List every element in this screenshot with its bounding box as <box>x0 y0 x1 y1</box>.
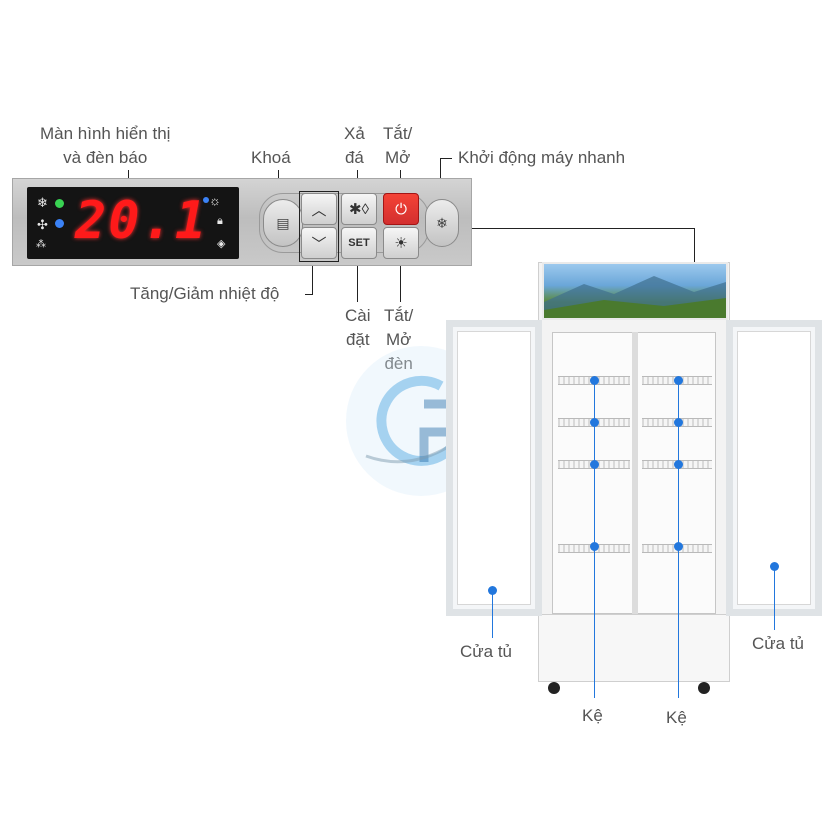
quick-start-label: Khởi động máy nhanh <box>458 148 626 167</box>
temp-down-button[interactable]: ﹀ <box>301 227 337 259</box>
shelf-marker <box>590 418 599 427</box>
landscape-graphic <box>544 276 726 318</box>
lock-icon: 🔒︎ <box>217 215 223 227</box>
setting-label-line1: Cài <box>345 306 371 325</box>
defrost-icon: ⁂ <box>36 239 46 250</box>
shelf-marker <box>674 418 683 427</box>
wheel <box>548 682 560 694</box>
status-led-green <box>55 199 64 208</box>
shelf-marker <box>590 376 599 385</box>
shelf-marker-line-right <box>678 380 679 698</box>
defrost-label-line2: đá <box>344 148 364 167</box>
lock-button[interactable]: ▤ <box>263 199 303 247</box>
fridge-base <box>538 614 730 682</box>
shelf-marker <box>590 460 599 469</box>
defrost-label: Xả đá <box>344 122 365 170</box>
door-marker-line-left <box>492 590 493 638</box>
fridge-top-banner <box>542 262 728 320</box>
light-label-line2: Mở <box>385 330 412 349</box>
power-icon: ⏻ <box>395 200 407 218</box>
light-button[interactable]: ☀ <box>383 227 419 259</box>
right-shelf-label: Kệ <box>666 708 687 727</box>
power-label-line1: Tắt/ <box>383 124 413 143</box>
lock-icon: ▤ <box>276 214 290 231</box>
door-marker <box>770 562 779 571</box>
display-leader <box>128 170 129 180</box>
shelf-marker <box>674 460 683 469</box>
shelf-marker <box>674 376 683 385</box>
temp-bracket-top <box>299 191 339 192</box>
panel-to-fridge-h <box>472 228 694 229</box>
set-button[interactable]: SET <box>341 227 377 259</box>
temp-bracket-left <box>299 191 300 261</box>
warning-icon: ◈ <box>217 238 226 250</box>
snowflake-icon: ❄ <box>37 195 48 210</box>
shelf-marker <box>590 542 599 551</box>
light-led <box>203 197 209 203</box>
temperature-value: 20.1 <box>75 191 209 251</box>
defrost-button[interactable]: ✱◊ <box>341 193 377 225</box>
light-label-line1: Tắt/ <box>384 306 414 325</box>
door-marker-line-right <box>774 566 775 630</box>
temp-leader-h <box>305 294 313 295</box>
center-divider <box>632 332 638 614</box>
quick-start-leader-h <box>440 158 452 159</box>
defrost-leader <box>357 170 358 182</box>
status-led-blue <box>55 219 64 228</box>
setting-leader <box>357 262 358 302</box>
fan-icon: ✣ <box>37 217 48 232</box>
light-icon: ☀ <box>394 235 408 252</box>
power-leader <box>400 170 401 182</box>
setting-label: Cài đặt <box>345 304 371 352</box>
display-label-line2: và đèn báo <box>63 148 148 167</box>
defrost-label-line1: Xả <box>344 124 365 143</box>
set-button-label: SET <box>348 237 370 249</box>
chevron-up-icon: ︿ <box>311 201 327 219</box>
left-door-label: Cửa tủ <box>460 642 513 661</box>
display-label: Màn hình hiển thị và đèn báo <box>40 122 170 170</box>
left-door <box>446 320 542 616</box>
right-door-label: Cửa tủ <box>752 634 805 653</box>
quick-start-button[interactable]: ❄ <box>425 199 459 247</box>
defrost-icon: ✱◊ <box>349 201 369 218</box>
lock-label: Khoá <box>251 148 291 167</box>
temperature-display: ❄ ✣ ⁂ 20.1 ☼ 🔒︎ ◈ <box>27 187 239 259</box>
temp-up-button[interactable]: ︿ <box>301 193 337 225</box>
setting-label-line2: đặt <box>345 330 370 349</box>
door-marker <box>488 586 497 595</box>
quick-start-leader-v <box>440 158 441 186</box>
temp-bracket-bottom <box>299 261 339 262</box>
control-panel: ❄ ✣ ⁂ 20.1 ☼ 🔒︎ ◈ ▤ ︿ ﹀ ✱◊ SET ⏻ ☀ ❄ <box>12 178 472 266</box>
chevron-down-icon: ﹀ <box>311 235 327 253</box>
left-door-panel <box>457 331 531 605</box>
temp-bracket-right <box>338 191 339 261</box>
light-label: Tắt/ Mở đèn <box>384 304 413 376</box>
lock-leader <box>278 170 279 184</box>
wheel <box>698 682 710 694</box>
power-label: Tắt/ Mở <box>383 122 412 170</box>
temp-leader-v <box>312 264 313 294</box>
display-label-line1: Màn hình hiển thị <box>40 124 171 143</box>
power-label-line2: Mở <box>384 148 411 167</box>
shelf-marker <box>674 542 683 551</box>
right-door-panel <box>737 331 811 605</box>
light-label-line3: đèn <box>384 354 413 373</box>
light-leader <box>400 262 401 302</box>
quick-start-icon: ❄ <box>436 214 448 231</box>
temp-label: Tăng/Giảm nhiệt độ <box>130 284 280 303</box>
power-button[interactable]: ⏻ <box>383 193 419 225</box>
shelf-marker-line-left <box>594 380 595 698</box>
sun-icon: ☼ <box>209 193 221 208</box>
left-shelf-label: Kệ <box>582 706 603 725</box>
